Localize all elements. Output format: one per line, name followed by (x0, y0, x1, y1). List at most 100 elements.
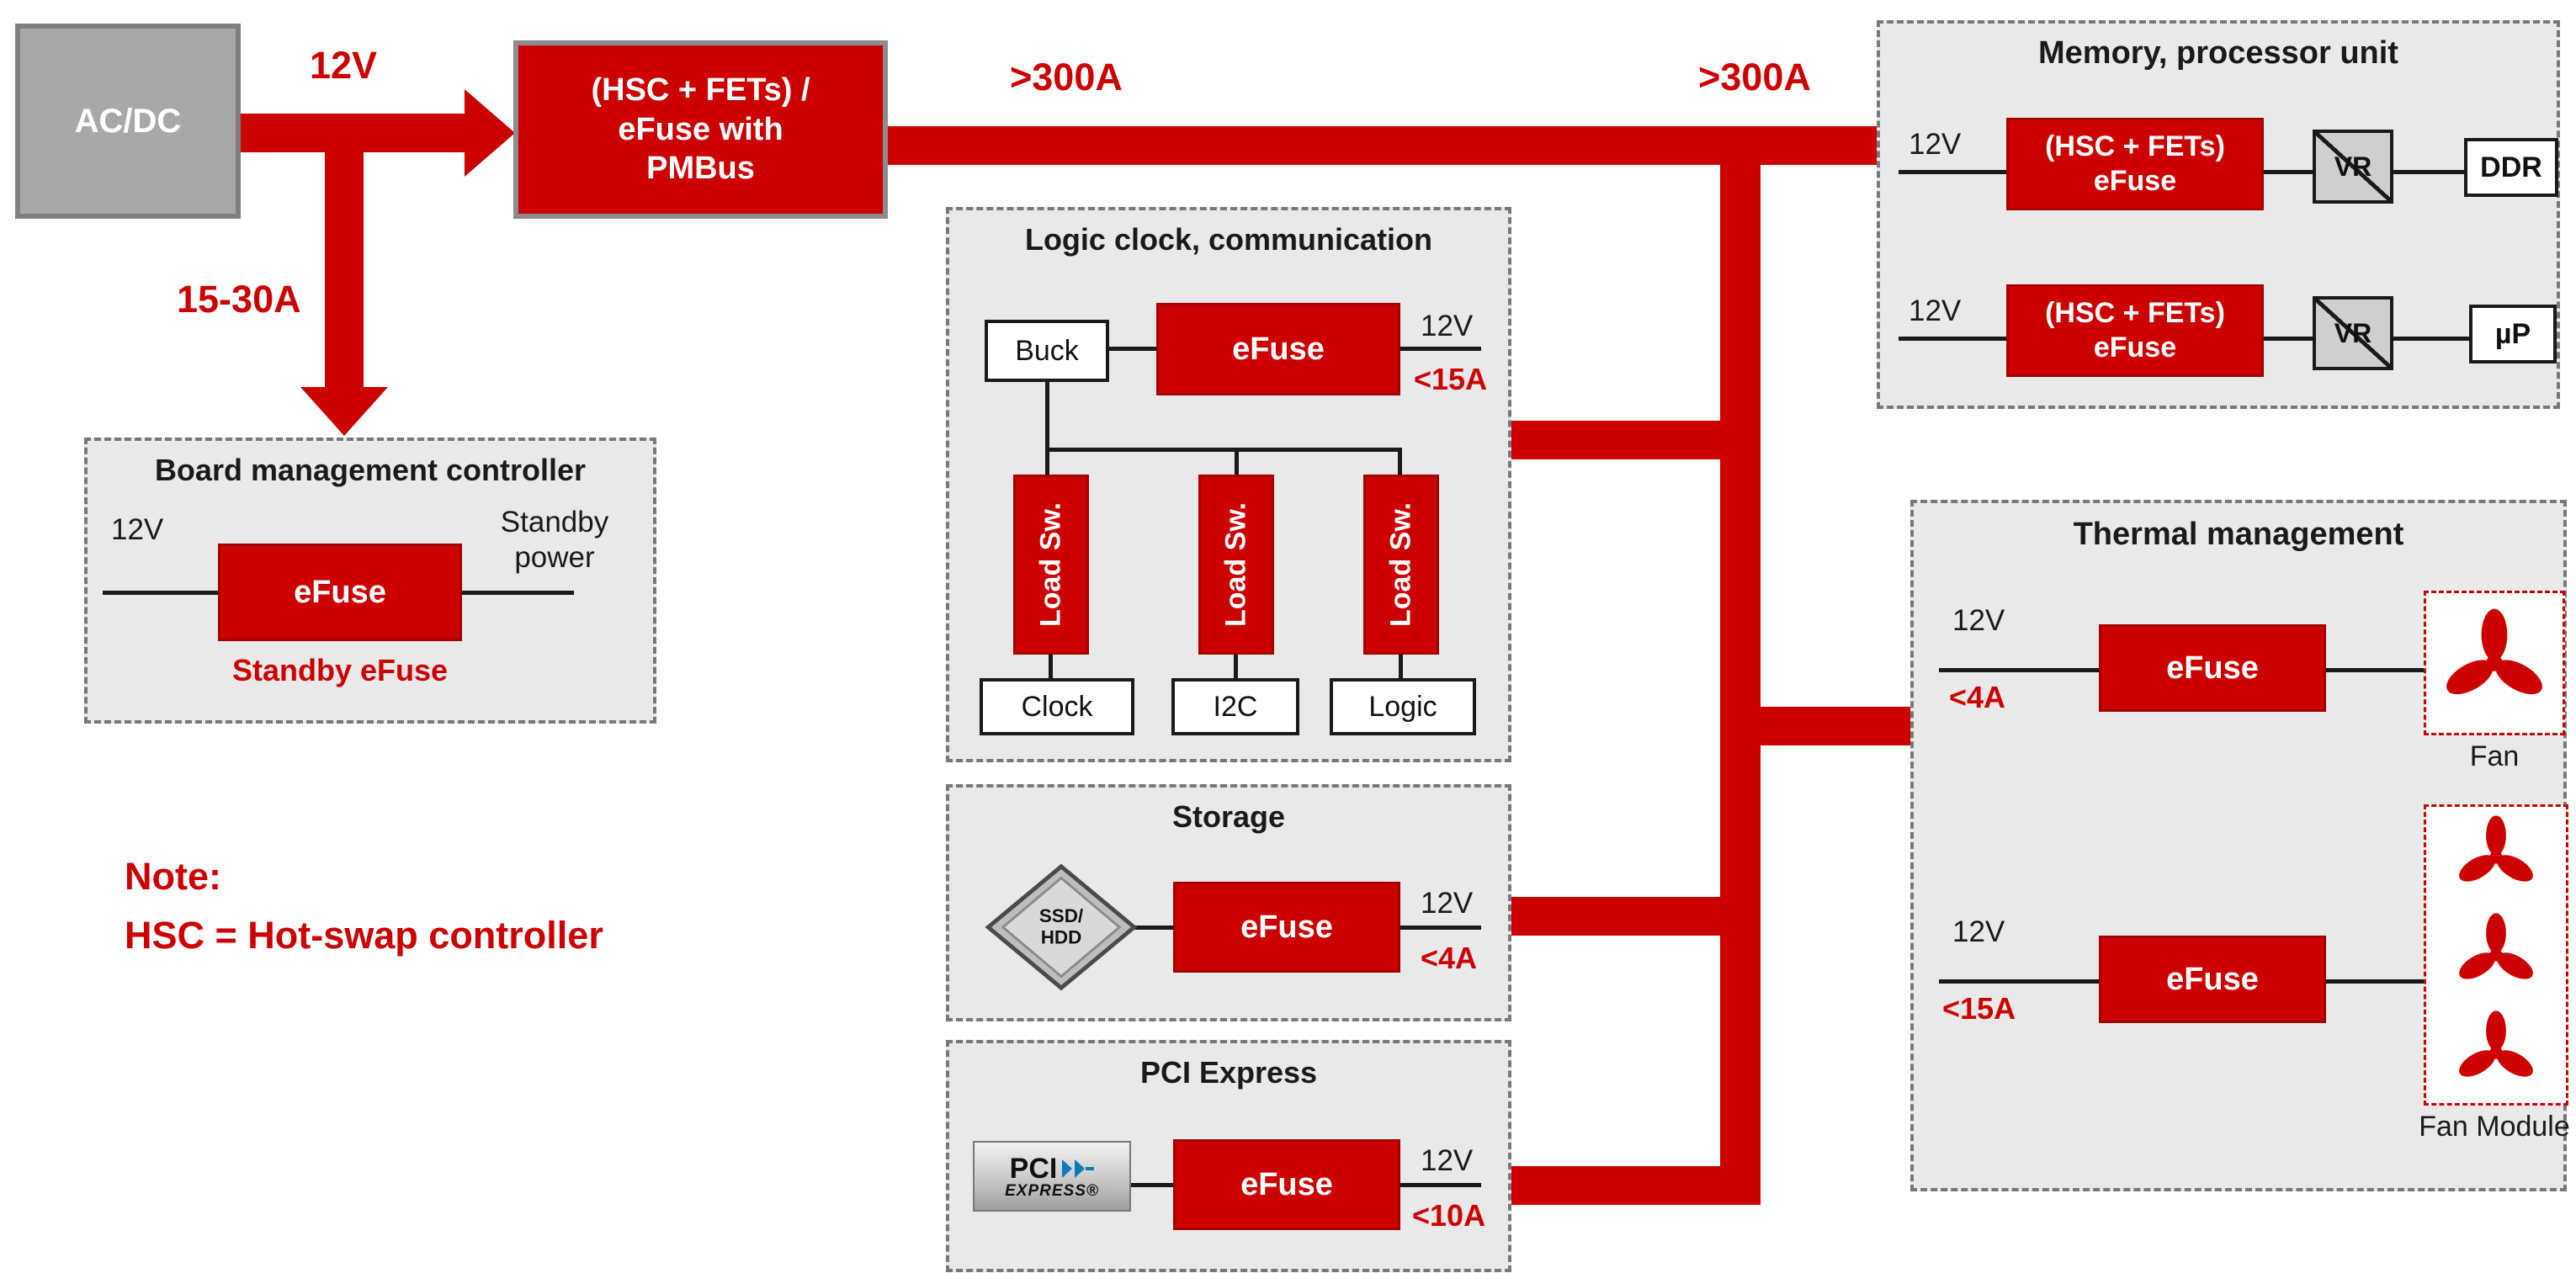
ssd-hdd-icon: SSD/ HDD (985, 863, 1138, 991)
storage-current-label: <4A (1421, 941, 1478, 975)
buck-label: Buck (1015, 334, 1079, 367)
memory-efuse-line2: eFuse (2093, 332, 2177, 363)
clock-box: Clock (980, 678, 1134, 735)
fan-module-outline (2424, 804, 2568, 1106)
logic-panel: Logic clock, communication Buck eFuse 12… (946, 207, 1511, 762)
note-text: HSC = Hot-swap controller (125, 914, 603, 957)
memory-efuse-box: (HSC + FETs) eFuse (2006, 118, 2264, 210)
wire (1049, 655, 1053, 678)
ddr-label: DDR (2480, 151, 2542, 183)
wire (1399, 655, 1403, 678)
storage-efuse-box: eFuse (1173, 882, 1400, 973)
logic-efuse-box: eFuse (1156, 303, 1400, 395)
logic-current-label: <15A (1414, 362, 1488, 396)
storage-title: Storage (1171, 799, 1286, 834)
wire (1129, 1183, 1173, 1187)
pci-logo-text: PCI (1009, 1152, 1058, 1185)
memory-rail-label: 12V (1909, 128, 1962, 161)
bmc-title: Board management controller (154, 453, 587, 487)
thermal-panel: Thermal management 12V <4A eFuse Fan 12V… (1910, 500, 2570, 1191)
fan-icon (2459, 913, 2533, 979)
bus-trunk-vertical (1720, 126, 1761, 1205)
pci-panel: PCI Express PCI EXPRESS® eFuse 12V <10A (946, 1040, 1511, 1272)
wire (1234, 655, 1238, 678)
buck-box: Buck (985, 320, 1109, 382)
pci-title: PCI Express (1139, 1055, 1318, 1090)
load-switch-label: Load Sw. (1384, 502, 1417, 627)
ddr-box: DDR (2464, 138, 2558, 197)
hsc-pmbus-line2: eFuse with (618, 111, 783, 147)
memory-efuse-box: (HSC + FETs) eFuse (2006, 284, 2264, 377)
logic-rail-label: 12V (1421, 310, 1474, 342)
wire (1400, 347, 1481, 351)
fan-icon (2459, 815, 2533, 882)
thermal-efuse-box: eFuse (2099, 624, 2326, 712)
logic-efuse-label: eFuse (1232, 331, 1325, 367)
bus-main-12v (884, 126, 1882, 165)
pci-efuse-label: eFuse (1240, 1166, 1333, 1202)
bus-stub-logic (1510, 421, 1761, 459)
vr-label: VR (2334, 151, 2372, 182)
bus-current-label-1: >300A (1010, 56, 1123, 98)
v12-label: 12V (310, 44, 378, 87)
thermal-efuse-label: eFuse (2166, 650, 2259, 686)
bus-standby-drop (325, 152, 364, 390)
fan-module-label: Fan Module (2419, 1111, 2570, 1143)
microprocessor-label: µP (2494, 317, 2531, 350)
thermal-current-label: <4A (1949, 680, 2006, 714)
fan-icon (2459, 1010, 2533, 1077)
ssd-label-line2: HDD (1041, 927, 1082, 948)
wire (1400, 1183, 1481, 1187)
memory-efuse-line1: (HSC + FETs) (2045, 130, 2225, 162)
bus-stub-pci (1510, 1166, 1761, 1205)
bmc-output-line1: Standby (500, 506, 609, 538)
arrow-right-icon (465, 89, 515, 177)
fan-icon (2446, 608, 2542, 695)
load-switch-box: Load Sw. (1198, 475, 1274, 655)
bus-current-label-2: >300A (1698, 56, 1811, 98)
logic-title: Logic clock, communication (1024, 222, 1433, 257)
clock-label: Clock (1021, 690, 1093, 723)
memory-title: Memory, processor unit (2038, 35, 2398, 71)
thermal-efuse-label: eFuse (2166, 961, 2259, 997)
hsc-pmbus-box: (HSC + FETs) / eFuse with PMBus (513, 40, 888, 219)
note-title: Note: (125, 855, 221, 898)
load-switch-label: Load Sw. (1219, 502, 1252, 627)
memory-rail-label: 12V (1909, 294, 1962, 327)
bus-stub-thermal (1761, 707, 1912, 745)
logic-box: Logic (1330, 678, 1476, 735)
fan-label: Fan (2469, 740, 2520, 772)
pci-efuse-box: eFuse (1173, 1139, 1400, 1230)
acdc-box: AC/DC (15, 24, 241, 219)
thermal-title: Thermal management (2073, 517, 2404, 552)
bmc-panel: Board management controller 12V eFuse St… (84, 438, 656, 724)
thermal-current-label: <15A (1942, 991, 2016, 1026)
fan-outline (2424, 591, 2565, 735)
i2c-label: I2C (1213, 690, 1258, 723)
memory-efuse-line2: eFuse (2093, 165, 2177, 197)
pci-rail-label: 12V (1421, 1144, 1474, 1177)
bmc-efuse-label: eFuse (294, 574, 386, 610)
wire (1400, 926, 1481, 930)
wire (1235, 448, 1239, 476)
bmc-caption: Standby eFuse (231, 653, 449, 687)
vr-label: VR (2334, 317, 2372, 348)
i2c-box: I2C (1171, 678, 1299, 735)
pci-logo-top: PCI (1010, 1154, 1095, 1183)
thermal-rail-label: 12V (1952, 915, 2005, 948)
vr-box: VR (2313, 130, 2393, 204)
thermal-rail-label: 12V (1952, 604, 2005, 637)
hsc-pmbus-line1: (HSC + FETs) / (591, 72, 810, 109)
bus-acdc-to-hsc (241, 114, 470, 152)
memory-panel: Memory, processor unit 12V (HSC + FETs) … (1877, 20, 2560, 409)
storage-rail-label: 12V (1421, 887, 1474, 920)
thermal-efuse-box: eFuse (2099, 936, 2326, 1023)
storage-panel: Storage SSD/ HDD eFuse 12V <4A (946, 784, 1511, 1021)
wire (1133, 926, 1173, 930)
wire (1398, 448, 1402, 476)
storage-efuse-label: eFuse (1240, 909, 1333, 945)
bmc-output-label: Standby power (470, 505, 639, 576)
wire (1045, 448, 1402, 452)
acdc-label: AC/DC (74, 102, 182, 140)
